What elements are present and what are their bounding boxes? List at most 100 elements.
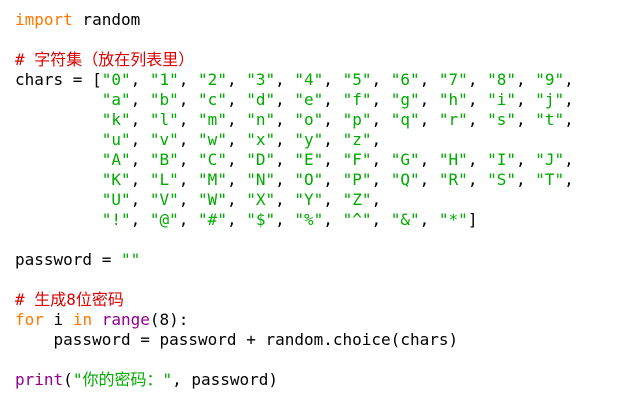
code-token: ,: [564, 90, 574, 109]
code-token: for: [15, 310, 44, 329]
code-token: ,: [178, 130, 199, 149]
code-token: "&": [390, 210, 420, 229]
code-token: ,: [275, 190, 295, 209]
code-token: ,: [515, 70, 536, 89]
code-token: password = password + random.choice(char…: [15, 330, 459, 349]
code-token: "!": [101, 210, 131, 229]
code-token: "0": [101, 70, 131, 89]
code-token: range: [101, 310, 150, 329]
code-token: ,: [564, 170, 574, 189]
code-token: "z": [342, 130, 372, 149]
code-token: ,: [178, 210, 199, 229]
code-token: "c": [198, 90, 227, 109]
code-token: ,: [178, 150, 199, 169]
code-token: ,: [226, 130, 247, 149]
code-token: random: [72, 10, 141, 29]
code-token: "h": [438, 90, 468, 109]
code-token: "m": [198, 110, 227, 129]
code-line: "U", "V", "W", "X", "Y", "Z",: [15, 190, 625, 210]
code-token: ,: [178, 190, 199, 209]
code-token: (: [63, 370, 73, 389]
code-token: "#": [198, 210, 227, 229]
code-token: ,: [419, 110, 439, 129]
code-token: import: [15, 10, 73, 29]
code-token: ,: [226, 210, 247, 229]
code-token: ,: [323, 130, 343, 149]
code-token: ,: [275, 210, 295, 229]
code-token: ,: [371, 190, 382, 209]
code-token: in: [72, 310, 93, 329]
code-token: "x": [246, 130, 276, 149]
code-token: ,: [323, 110, 343, 129]
code-token: ,: [515, 90, 536, 109]
code-token: ,: [564, 150, 574, 169]
code-token: , password): [172, 370, 279, 389]
code-token: ,: [467, 70, 488, 89]
code-token: "X": [246, 190, 276, 209]
code-line: for i in range(8):: [15, 310, 625, 330]
code-token: "W": [198, 190, 227, 209]
code-token: "2": [198, 70, 227, 89]
code-token: "d": [246, 90, 276, 109]
code-line: password = password + random.choice(char…: [15, 330, 625, 350]
code-token: "g": [390, 90, 420, 109]
code-token: ,: [323, 90, 343, 109]
code-token: "C": [198, 150, 227, 169]
code-token: "K": [101, 170, 131, 189]
code-token: ,: [371, 130, 382, 149]
code-token: "%": [294, 210, 324, 229]
code-token: ,: [130, 170, 150, 189]
code-line: "u", "v", "w", "x", "y", "z",: [15, 130, 625, 150]
code-token: "l": [149, 110, 179, 129]
code-token: "8": [487, 70, 516, 89]
code-token: [15, 190, 102, 209]
code-token: ,: [467, 150, 488, 169]
code-token: "^": [342, 210, 372, 229]
code-token: ,: [419, 90, 439, 109]
code-token: "Q": [390, 170, 420, 189]
code-token: "a": [101, 90, 131, 109]
code-token: ,: [226, 150, 247, 169]
code-token: ,: [323, 170, 343, 189]
code-token: "S": [487, 170, 516, 189]
code-editor[interactable]: import random# 字符集（放在列表里）chars = ["0", "…: [15, 10, 625, 390]
code-line: password = "": [15, 250, 625, 270]
code-token: "q": [390, 110, 420, 129]
code-token: "n": [246, 110, 276, 129]
code-token: "R": [438, 170, 468, 189]
code-token: ,: [419, 170, 439, 189]
code-line: print("你的密码：", password): [15, 370, 625, 390]
code-token: "k": [101, 110, 131, 129]
code-token: "e": [294, 90, 324, 109]
code-token: [15, 90, 102, 109]
code-token: "u": [101, 130, 131, 149]
code-token: [15, 210, 102, 229]
code-line: [15, 270, 625, 290]
code-token: ,: [419, 150, 439, 169]
code-token: ,: [226, 90, 247, 109]
code-token: ,: [564, 70, 574, 89]
code-token: ,: [275, 90, 295, 109]
code-token: ,: [467, 170, 488, 189]
code-token: "s": [487, 110, 516, 129]
code-line: # 字符集（放在列表里）: [15, 50, 625, 70]
code-token: ,: [226, 170, 247, 189]
code-token: "E": [294, 150, 324, 169]
code-token: ,: [371, 170, 391, 189]
code-token: "6": [390, 70, 420, 89]
code-token: "F": [342, 150, 372, 169]
code-token: ,: [515, 110, 536, 129]
code-token: ,: [275, 130, 295, 149]
code-token: "t": [535, 110, 565, 129]
code-token: "p": [342, 110, 372, 129]
code-token: ,: [130, 150, 150, 169]
code-token: # 生成8位密码: [15, 290, 124, 309]
code-token: ,: [323, 70, 343, 89]
code-token: ,: [515, 170, 536, 189]
code-line: "!", "@", "#", "$", "%", "^", "&", "*"]: [15, 210, 625, 230]
code-token: ,: [515, 150, 536, 169]
code-token: "Z": [342, 190, 372, 209]
code-token: i: [43, 310, 73, 329]
code-token: ,: [130, 90, 150, 109]
code-line: "A", "B", "C", "D", "E", "F", "G", "H", …: [15, 150, 625, 170]
